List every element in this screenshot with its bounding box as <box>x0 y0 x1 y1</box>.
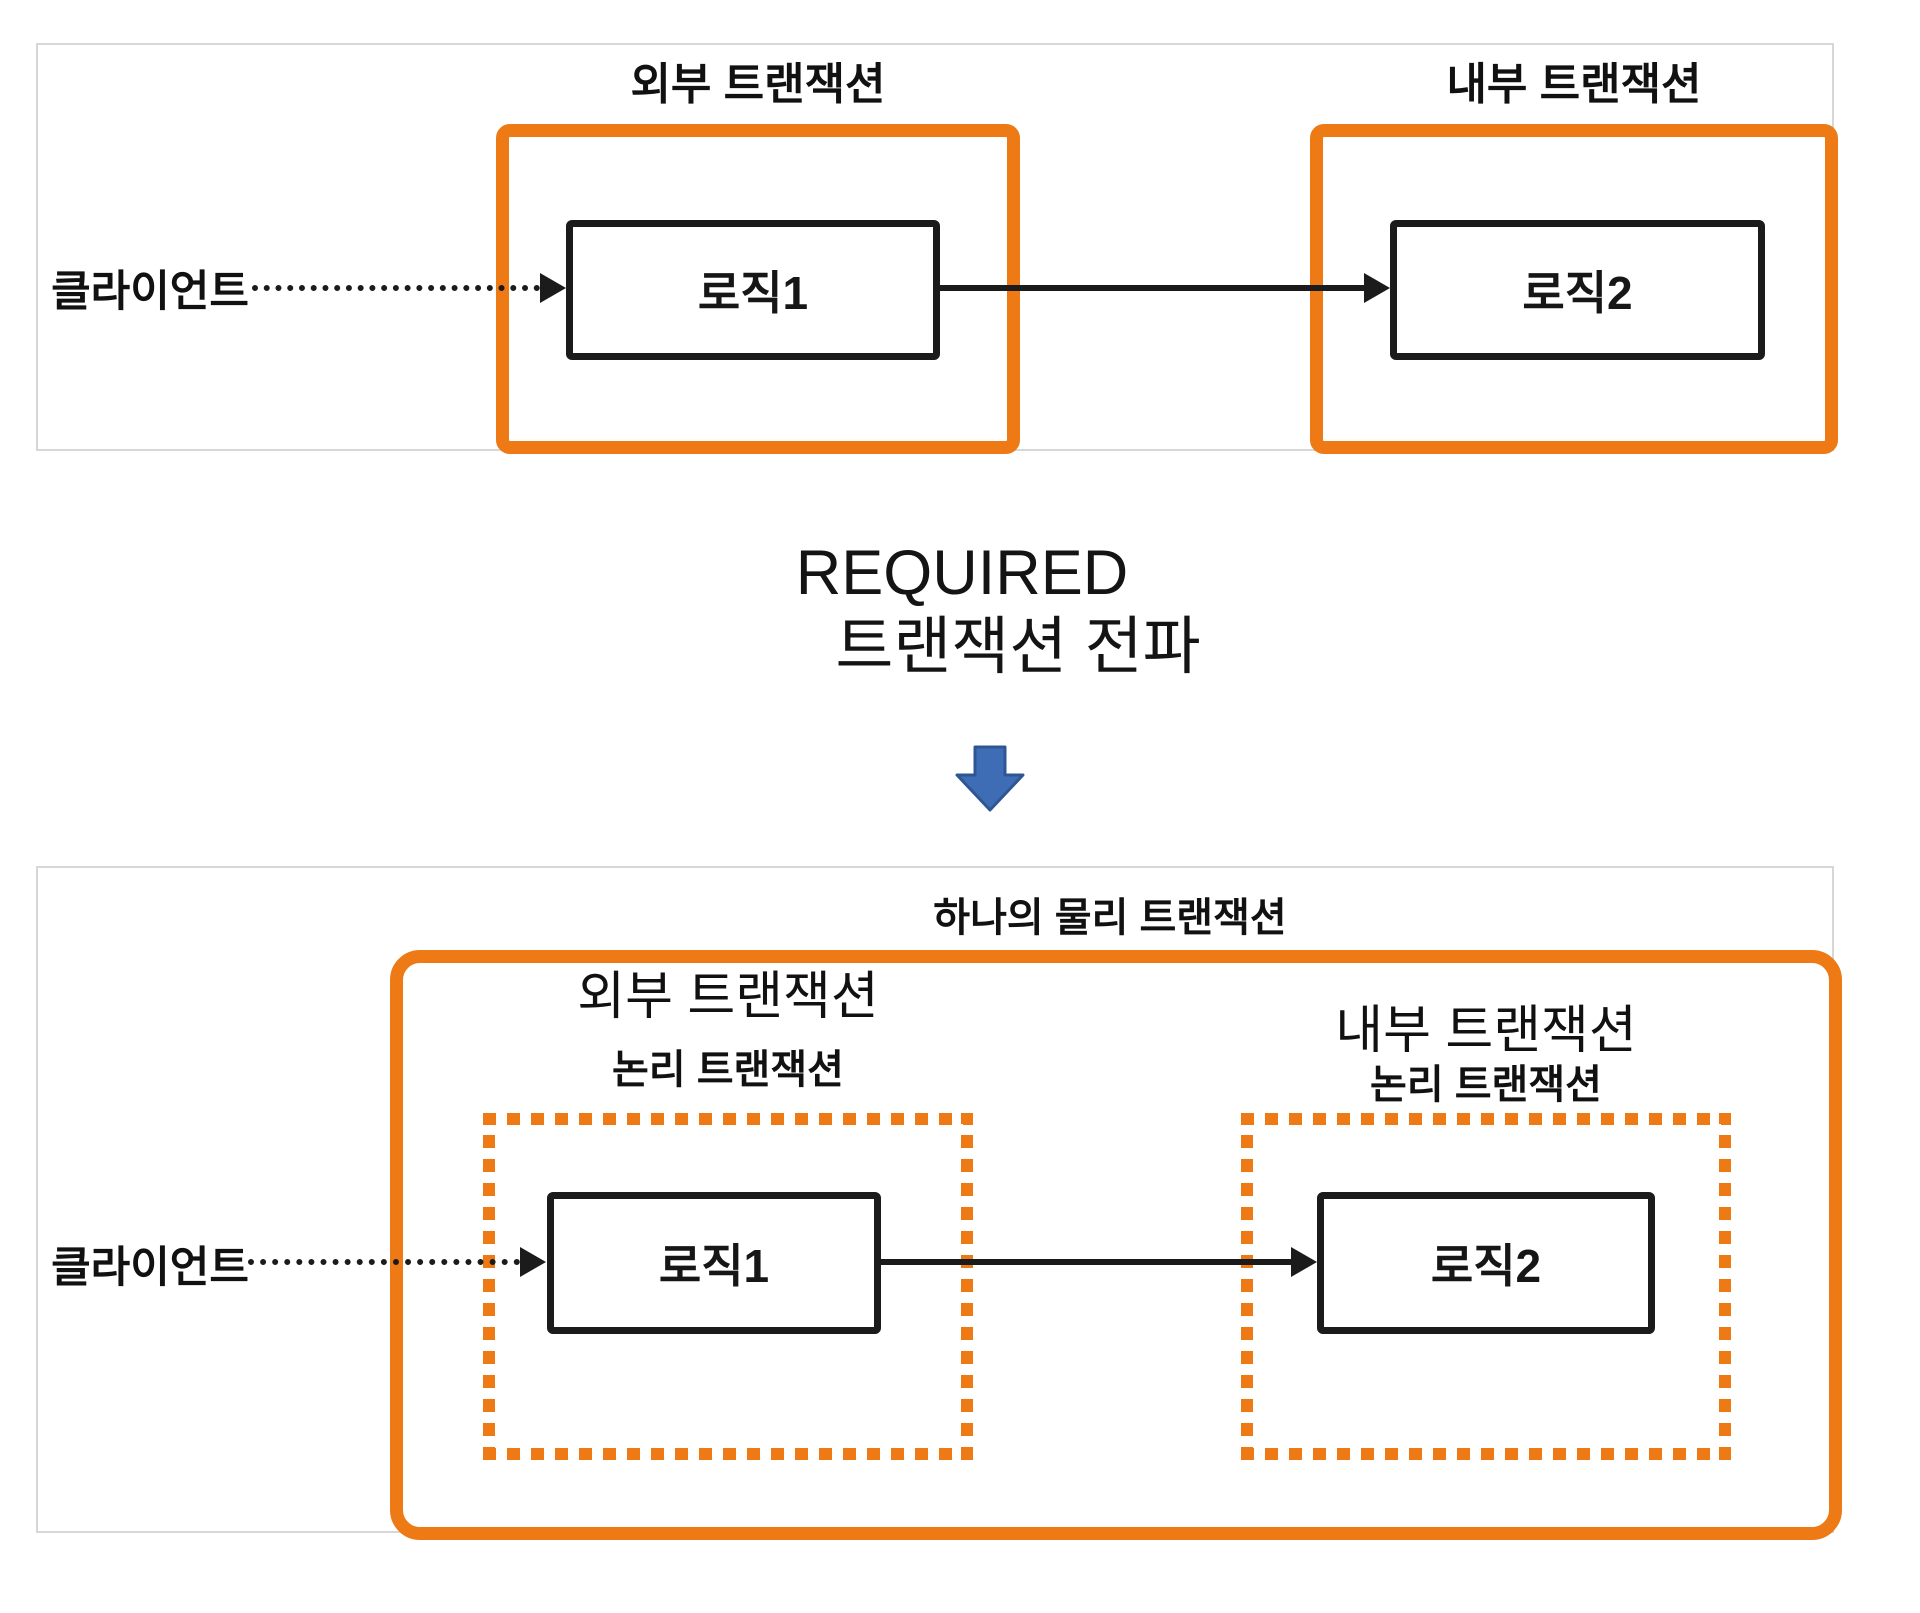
bottom-logic1-box: 로직1 <box>547 1192 881 1334</box>
top-client-dotted-arrowhead-icon <box>540 273 566 303</box>
top-internal-tx-box <box>1310 124 1838 454</box>
bottom-logic1-logic2-arrow <box>881 1259 1291 1265</box>
bottom-client-label: 클라이언트 <box>51 1244 249 1292</box>
bottom-logical-tx-label-right: 논리 트랜잭션 <box>1370 1063 1602 1107</box>
top-logic1-logic2-arrow <box>940 285 1364 291</box>
bottom-logic1-logic2-arrowhead-icon <box>1291 1247 1317 1277</box>
top-client-label: 클라이언트 <box>51 268 249 316</box>
propagation-caption: REQUIRED 트랜잭션 전파 <box>635 536 1335 685</box>
bottom-client-dotted-arrow <box>248 1259 520 1265</box>
top-logic2-box: 로직2 <box>1390 220 1765 360</box>
top-internal-tx-label: 내부 트랜잭션 <box>1446 60 1702 109</box>
bottom-title: 하나의 물리 트랜잭션 <box>933 896 1287 940</box>
top-logic1-logic2-arrowhead-icon <box>1364 273 1390 303</box>
bottom-internal-tx-label: 내부 트랜잭션 <box>1335 1001 1637 1060</box>
top-logic1-box: 로직1 <box>566 220 940 360</box>
bottom-physical-tx-box <box>390 950 1842 1540</box>
propagation-caption-line2: 트랜잭션 전파 <box>835 612 1201 683</box>
blue-down-arrow-icon <box>955 745 1025 812</box>
bottom-logic2-box: 로직2 <box>1317 1192 1655 1334</box>
bottom-client-dotted-arrowhead-icon <box>520 1247 546 1277</box>
bottom-logical-tx-label-left: 논리 트랜잭션 <box>612 1048 844 1092</box>
propagation-caption-line1: REQUIRED <box>795 538 1129 608</box>
top-client-dotted-arrow <box>252 285 540 291</box>
top-external-tx-label: 외부 트랜잭션 <box>630 60 886 109</box>
bottom-external-tx-label: 외부 트랜잭션 <box>577 967 879 1026</box>
